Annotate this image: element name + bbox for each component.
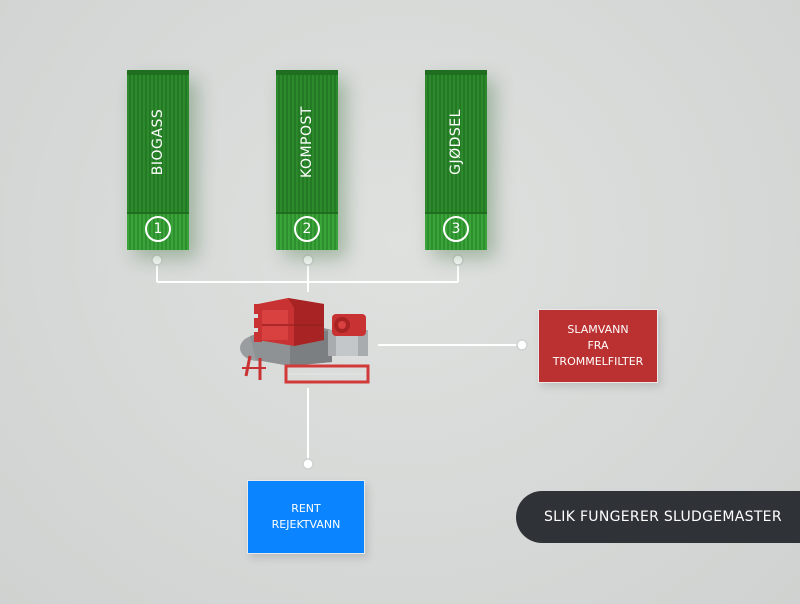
input-box-line: TROMMELFILTER: [552, 355, 644, 368]
input-box-line: SLAMVANN: [567, 323, 629, 336]
container-biogass[interactable]: BIOGASS 1: [127, 70, 189, 250]
container-number-badge: 1: [145, 216, 171, 242]
input-box-line: FRA: [587, 339, 609, 352]
container-label: BIOGASS: [150, 108, 166, 176]
container-label: GJØDSEL: [448, 109, 464, 175]
how-it-works-label: SLIK FUNGERER SLUDGEMASTER: [544, 509, 782, 525]
container-gjodsel[interactable]: GJØDSEL 3: [425, 70, 487, 250]
container-number-badge: 2: [294, 216, 320, 242]
output-box-rejektvann[interactable]: RENT REJEKTVANN: [247, 480, 365, 554]
container-kompost[interactable]: KOMPOST 2: [276, 70, 338, 250]
how-it-works-button[interactable]: SLIK FUNGERER SLUDGEMASTER: [516, 491, 800, 543]
connector-dot-input: [516, 339, 528, 351]
connector-dot-output: [302, 458, 314, 470]
sludgemaster-machine-icon[interactable]: [236, 296, 382, 388]
output-box-line: RENT: [291, 502, 321, 515]
connector-dot-1: [151, 254, 163, 266]
container-label: KOMPOST: [299, 106, 315, 178]
connector-dot-2: [302, 254, 314, 266]
input-box-slamvann[interactable]: SLAMVANN FRA TROMMELFILTER: [538, 309, 658, 383]
output-box-line: REJEKTVANN: [271, 518, 341, 531]
container-number-badge: 3: [443, 216, 469, 242]
connector-dot-3: [452, 254, 464, 266]
